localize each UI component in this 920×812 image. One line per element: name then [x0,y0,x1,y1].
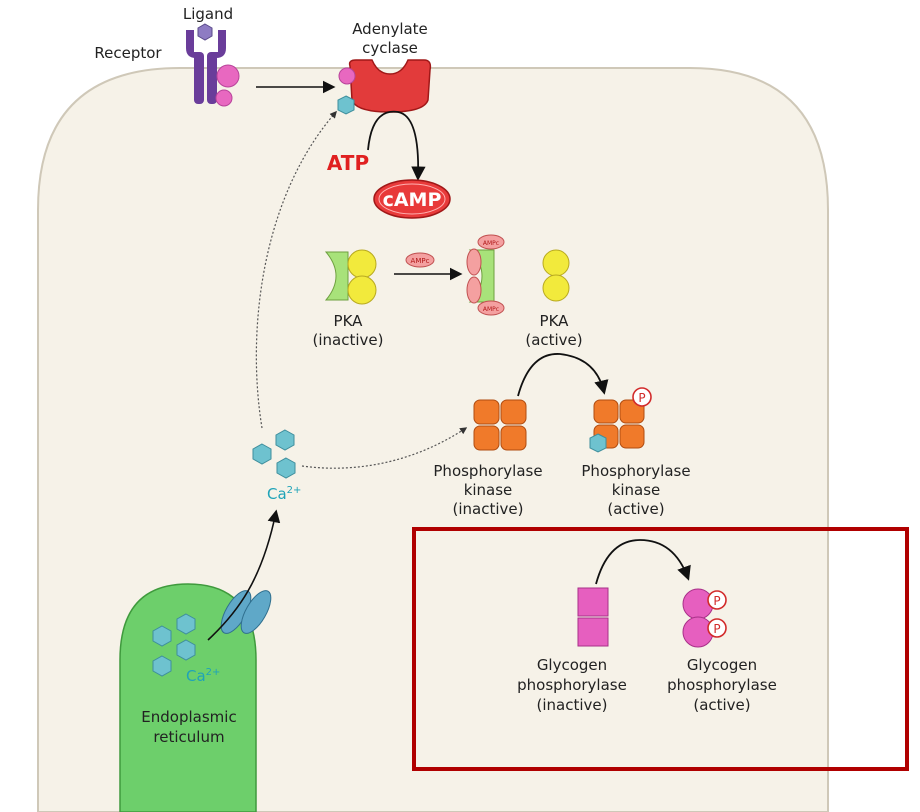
ligand-label: Ligand [183,5,233,23]
adenylate-cyclase-label: Adenylate [352,20,428,38]
phk-inactive-label: Phosphorylase [433,462,542,480]
atp-label: ATP [327,151,369,175]
ampc-bound-label-2: AMPc [483,306,499,313]
phk-inactive-label-line2: kinase [464,481,513,499]
camp-molecule [373,179,451,219]
phk-inactive-label-line3: (inactive) [453,500,524,518]
pka-active [542,249,570,302]
ampc-free-label: AMPc [411,257,430,265]
er-calcium-ions [152,613,196,677]
ampc-bound-label-1: AMPc [483,240,499,247]
arrow-phk-to-gp [595,539,691,585]
calcium-ions [252,429,296,479]
phosphorylase-kinase-inactive [473,399,527,451]
pka-active-label: PKA [540,312,570,330]
calcium-label: Ca2+ [267,485,301,503]
phk-phosphate [632,387,652,407]
phk-active-label-line3: (active) [607,500,664,518]
camp-molecule-inner [378,183,446,215]
arrow-er-to-calcium [207,509,281,641]
receptor-label: Receptor [94,44,162,62]
ac-g-protein [338,67,356,85]
pka-inactive [324,249,377,305]
g-protein [215,64,240,107]
calcium-channel [220,590,272,634]
glycogen-phosphorylase-inactive [577,587,609,647]
ampc-free [405,252,435,268]
camp-label: cAMP [383,189,442,211]
dotted-path-ca-to-ac [255,110,337,429]
gp-inactive-label-line3: (inactive) [537,696,608,714]
gp-phosphate-2-label: P [713,622,720,636]
pka-inactive-label-line2: (inactive) [313,331,384,349]
receptor [186,30,226,104]
phosphorylase-kinase-active [589,399,645,453]
gp-phosphate-1 [707,590,727,610]
adenylate-cyclase-label-line2: cyclase [362,39,418,57]
phk-active-label-line2: kinase [612,481,661,499]
er-label: Endoplasmic [141,708,236,726]
arrow-pka-to-phk [517,353,609,397]
gp-inactive-label: Glycogen [537,656,607,674]
gp-inactive-label-line2: phosphorylase [517,676,627,694]
arrow-atp-to-camp [367,110,426,181]
phk-phosphate-label: P [638,391,645,405]
gp-phosphate-1-label: P [713,594,720,608]
pka-regulatory-bound [466,234,505,316]
gp-active-label-line3: (active) [693,696,750,714]
ligand [197,23,213,41]
gp-active-label: Glycogen [687,656,757,674]
pka-inactive-label: PKA [334,312,364,330]
phk-active-label: Phosphorylase [581,462,690,480]
er-calcium-label: Ca2+ [186,667,220,685]
pka-active-label-line2: (active) [525,331,582,349]
gp-phosphate-2 [707,618,727,638]
highlight-box [412,527,909,771]
gp-active-label-line2: phosphorylase [667,676,777,694]
er-label-line2: reticulum [153,728,224,746]
ac-calcium [337,95,355,115]
dotted-path-ca-to-phk [301,427,468,469]
